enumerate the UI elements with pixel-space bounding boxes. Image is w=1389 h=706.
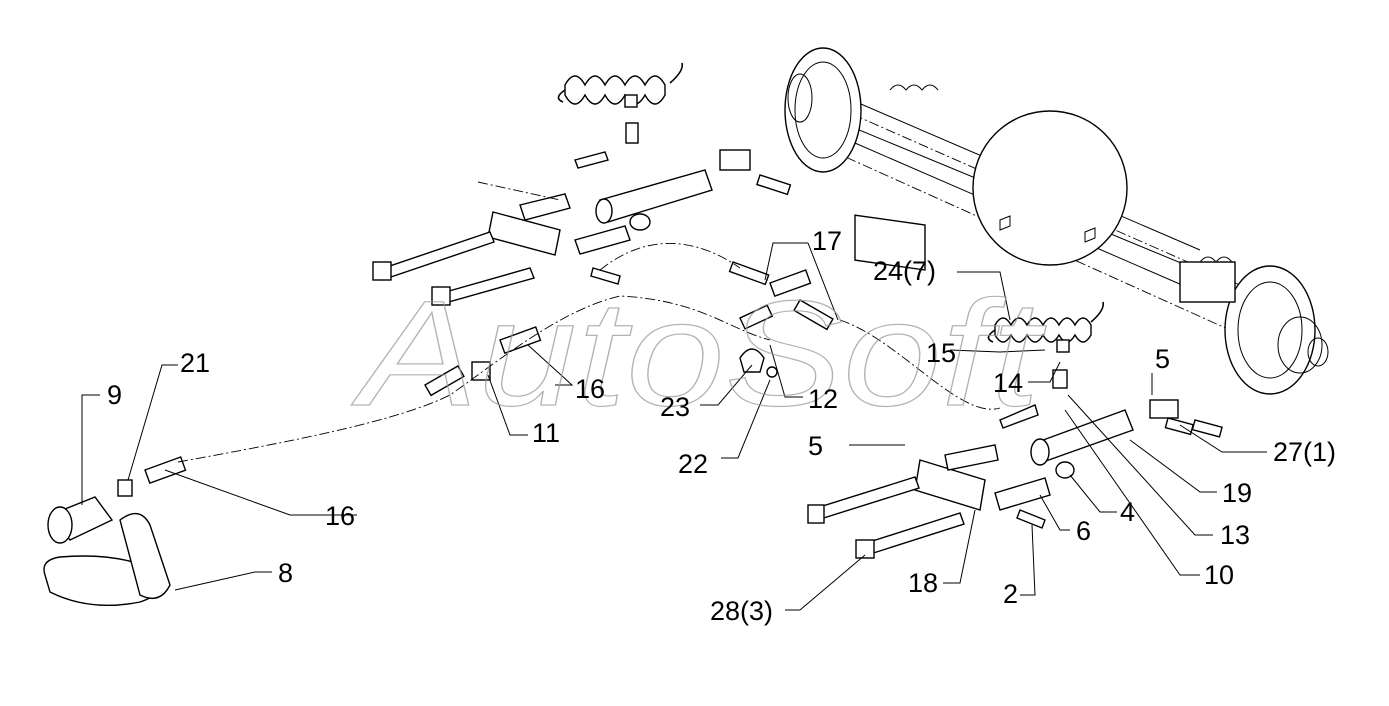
callout-27: 27(1) (1273, 437, 1336, 467)
callout-10: 10 (1204, 560, 1234, 590)
callout-19: 19 (1222, 478, 1252, 508)
left-connector-assembly (43, 326, 542, 606)
callout-14: 14 (993, 368, 1023, 398)
callout-28: 28(3) (710, 596, 773, 626)
callout-22: 22 (678, 449, 708, 479)
callout-15: 15 (926, 338, 956, 368)
callout-12: 12 (808, 384, 838, 414)
callout-16-lower: 16 (325, 501, 355, 531)
center-fitting-assembly (728, 261, 834, 378)
callout-18: 18 (908, 568, 938, 598)
lower-cylinder-assembly (807, 301, 1223, 559)
callout-24: 24(7) (873, 256, 936, 286)
upper-cylinder-assembly (372, 62, 792, 306)
callout-labels: 9 21 16 16 11 23 22 12 17 24(7) 15 14 5 … (107, 226, 1336, 626)
callout-11: 11 (532, 418, 560, 448)
watermark-text: AutoSoft (351, 269, 1047, 437)
callout-13: 13 (1220, 520, 1250, 550)
callout-16-upper: 16 (575, 374, 605, 404)
axle-assembly (784, 47, 1329, 395)
callout-8: 8 (278, 558, 293, 588)
callout-21: 21 (180, 348, 210, 378)
callout-6: 6 (1076, 516, 1091, 546)
callout-2: 2 (1003, 579, 1018, 609)
hose-route (177, 181, 1001, 463)
callout-5-left: 5 (808, 431, 823, 461)
callout-17: 17 (812, 226, 842, 256)
callout-4: 4 (1120, 497, 1135, 527)
callout-9: 9 (107, 380, 122, 410)
leader-lines (81, 242, 1267, 611)
callout-23: 23 (660, 392, 690, 422)
callout-5-right: 5 (1155, 344, 1170, 374)
